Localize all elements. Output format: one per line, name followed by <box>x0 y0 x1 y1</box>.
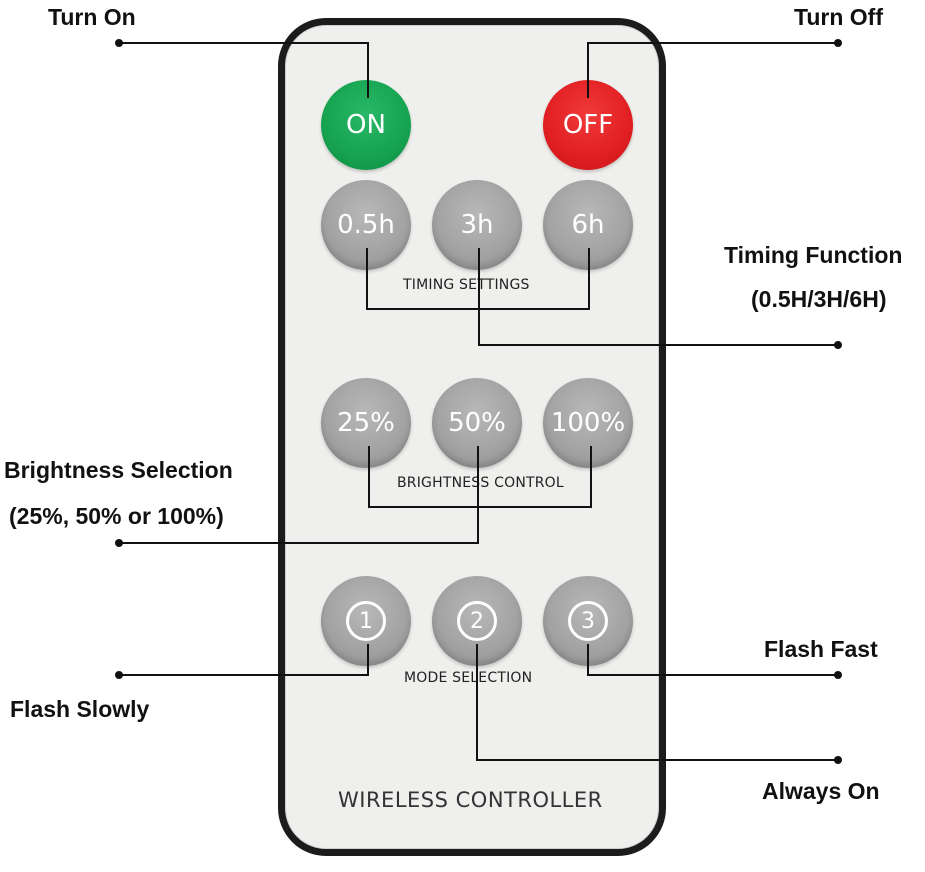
brightness-50-button[interactable]: 50% <box>432 378 522 468</box>
callout-turn-on: Turn On <box>48 4 136 30</box>
brightness-button-label: 25% <box>337 408 395 438</box>
on-button[interactable]: ON <box>321 80 411 170</box>
dot-flash-slowly <box>115 671 123 679</box>
brightness-button-label: 100% <box>550 408 626 438</box>
dot-turn-off <box>834 39 842 47</box>
mode-3-button[interactable]: 3 <box>543 576 633 666</box>
mode-button-label: 3 <box>568 601 608 641</box>
on-button-label: ON <box>346 110 386 140</box>
brightness-control-label: BRIGHTNESS CONTROL <box>397 475 564 491</box>
mode-button-label: 2 <box>457 601 497 641</box>
timing-button-label: 3h <box>460 210 494 240</box>
off-button[interactable]: OFF <box>543 80 633 170</box>
timing-button-label: 6h <box>571 210 605 240</box>
dot-flash-fast <box>834 671 842 679</box>
timing-settings-label: TIMING SETTINGS <box>403 277 530 293</box>
timing-6h-button[interactable]: 6h <box>543 180 633 270</box>
brightness-25-button[interactable]: 25% <box>321 378 411 468</box>
callout-timing-function-sub: (0.5H/3H/6H) <box>751 286 887 312</box>
callout-always-on: Always On <box>762 778 880 804</box>
callout-turn-off: Turn Off <box>794 4 883 30</box>
brand-label: WIRELESS CONTROLLER <box>338 788 603 812</box>
brightness-100-button[interactable]: 100% <box>543 378 633 468</box>
mode-2-button[interactable]: 2 <box>432 576 522 666</box>
timing-3h-button[interactable]: 3h <box>432 180 522 270</box>
callout-flash-slowly: Flash Slowly <box>10 696 150 722</box>
dot-brightness-selection <box>115 539 123 547</box>
mode-1-button[interactable]: 1 <box>321 576 411 666</box>
off-button-label: OFF <box>562 110 614 140</box>
brightness-button-label: 50% <box>448 408 506 438</box>
mode-selection-label: MODE SELECTION <box>404 670 533 686</box>
callout-brightness-selection-sub: (25%, 50% or 100%) <box>9 503 224 529</box>
callout-flash-fast: Flash Fast <box>764 636 878 662</box>
callout-timing-function: Timing Function <box>724 242 903 268</box>
timing-button-label: 0.5h <box>337 210 395 240</box>
mode-button-label: 1 <box>346 601 386 641</box>
callout-brightness-selection: Brightness Selection <box>4 457 233 483</box>
dot-turn-on <box>115 39 123 47</box>
dot-always-on <box>834 756 842 764</box>
dot-timing-function <box>834 341 842 349</box>
timing-0-5h-button[interactable]: 0.5h <box>321 180 411 270</box>
